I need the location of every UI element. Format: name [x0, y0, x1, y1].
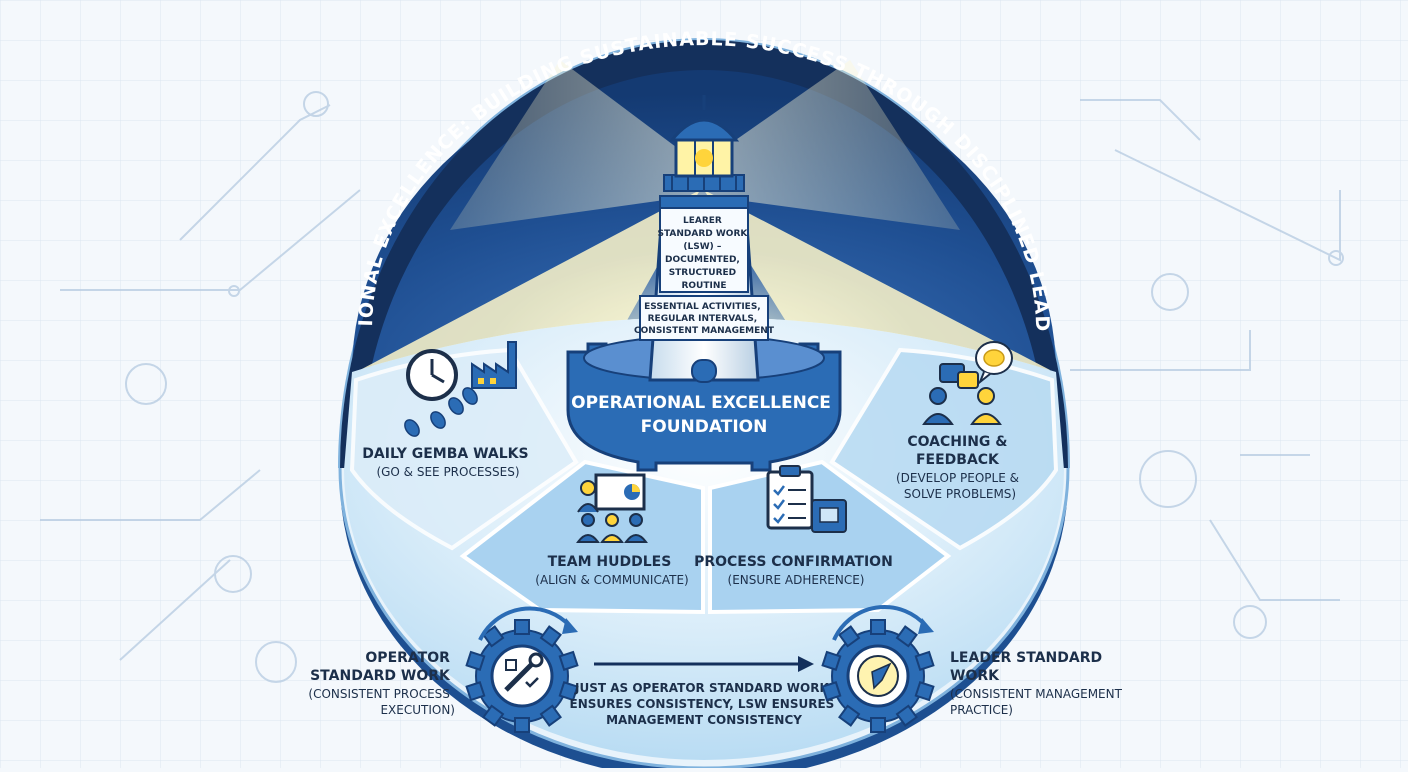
gear-tooth — [558, 650, 579, 671]
gear-tooth — [914, 650, 935, 671]
gear-tooth — [465, 650, 486, 671]
operator-label: OPERATOR STANDARD WORK (CONSISTENT PROCE… — [308, 647, 455, 717]
tower-door — [691, 359, 717, 383]
gear-tooth — [895, 625, 918, 648]
gear-tooth — [914, 681, 935, 702]
gear-tooth — [838, 625, 861, 648]
gear-tooth — [821, 650, 842, 671]
lighthouse — [566, 95, 842, 472]
gear-tooth — [821, 681, 842, 702]
gear-tooth — [895, 704, 918, 727]
clock-icon — [406, 349, 458, 401]
gear-tooth — [870, 619, 886, 635]
factory-icon — [471, 341, 517, 389]
gear-tooth — [539, 625, 562, 648]
center-text: JUST AS OPERATOR STANDARD WORK ENSURES C… — [570, 681, 839, 727]
segment-coaching — [829, 347, 1059, 551]
checklist-icon — [766, 465, 847, 533]
confirmation-label: PROCESS CONFIRMATION (ENSURE ADHERENCE) — [694, 551, 898, 587]
footprints-icon — [404, 387, 478, 437]
compass-gear-icon — [821, 605, 935, 733]
lantern-dome — [668, 118, 740, 142]
presentation-icon — [576, 473, 648, 543]
coaching-label: COACHING & FEEDBACK (DEVELOP PEOPLE & SO… — [896, 431, 1024, 501]
activities-panel — [639, 295, 769, 341]
gear-tooth — [514, 717, 530, 733]
gear-tooth — [838, 704, 861, 727]
gemba-label: DAILY GEMBA WALKS (GO & SEE PROCESSES) — [362, 443, 533, 479]
lsw-text: LEARER STANDARD WORK (LSW) – DOCUMENTED,… — [657, 216, 750, 291]
activities-text: ESSENTIAL ACTIVITIES, REGULAR INTERVALS,… — [634, 302, 775, 336]
gear-tooth — [482, 625, 505, 648]
leader-label: LEADER STANDARD WORK (CONSISTENT MANAGEM… — [950, 647, 1127, 717]
gear-tooth — [465, 681, 486, 702]
gear-tooth — [870, 717, 886, 733]
gear-tooth — [558, 681, 579, 702]
foundation-text: OPERATIONAL EXCELLENCE FOUNDATION — [571, 393, 837, 437]
center-arrow — [594, 656, 814, 672]
gear-tooth — [514, 619, 530, 635]
wrench-gear-icon — [465, 606, 579, 733]
huddles-label: TEAM HUDDLES (ALIGN & COMMUNICATE) — [535, 551, 688, 587]
gear-tooth — [539, 704, 562, 727]
chat-people-icon — [922, 363, 1002, 425]
gear-tooth — [482, 704, 505, 727]
lsw-panel — [659, 207, 749, 293]
brain-icon — [975, 341, 1013, 386]
background-circuits — [40, 91, 1344, 683]
segment-gemba — [349, 347, 579, 551]
